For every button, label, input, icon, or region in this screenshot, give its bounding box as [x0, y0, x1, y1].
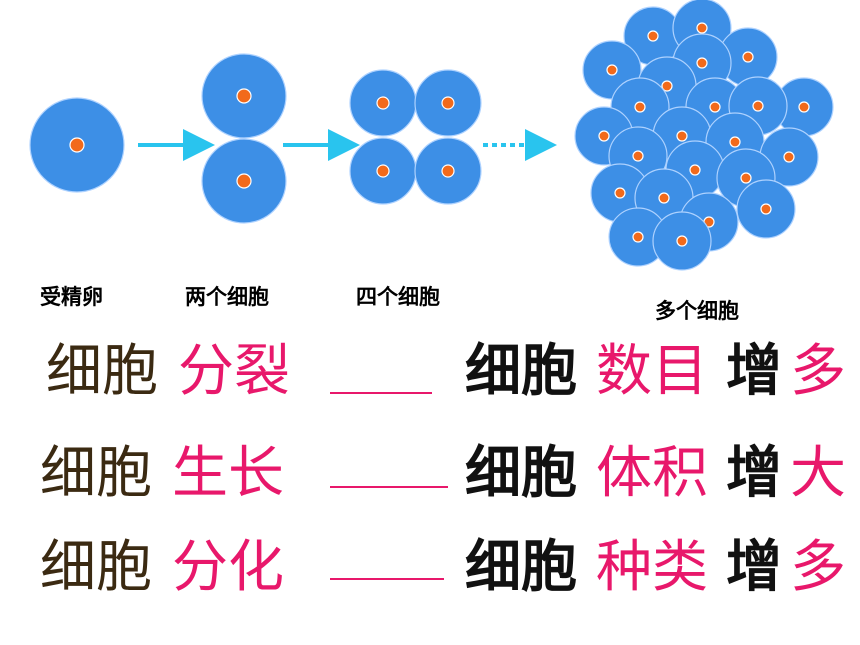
row-3-right-d: 多 — [790, 535, 846, 600]
cell-nucleus — [598, 130, 610, 142]
row-2-right-b: 体积 — [596, 441, 708, 506]
row-3-connector — [330, 578, 444, 580]
cell-nucleus — [441, 164, 455, 178]
label-four-cells: 四个细胞 — [356, 285, 440, 309]
row-3-right-a: 细胞 — [465, 535, 577, 600]
cell-nucleus — [709, 101, 721, 113]
cell-nucleus — [606, 64, 618, 76]
label-two-cells: 两个细胞 — [185, 285, 269, 309]
label-many-cells: 多个细胞 — [655, 299, 739, 323]
cell-nucleus — [676, 235, 688, 247]
many-cells-cell — [774, 77, 834, 137]
cell-nucleus — [236, 88, 252, 104]
many-cells-cell — [652, 211, 712, 271]
row-2-left-a: 细胞 — [40, 441, 152, 506]
four-cells-cell — [414, 137, 482, 205]
cell-nucleus — [632, 231, 644, 243]
row-3-left-b: 分化 — [172, 535, 284, 600]
many-cells-cell — [736, 179, 796, 239]
cell-division-diagram — [29, 0, 834, 271]
cell-nucleus — [729, 136, 741, 148]
row-2-right-a: 细胞 — [465, 441, 577, 506]
cell-nucleus — [689, 164, 701, 176]
cell-nucleus — [661, 80, 673, 92]
cell-nucleus — [634, 101, 646, 113]
zygote-cell — [29, 97, 125, 193]
cell-nucleus — [236, 173, 252, 189]
cell-nucleus — [376, 164, 390, 178]
four-cells-cell — [414, 69, 482, 137]
cell-nucleus — [376, 96, 390, 110]
row-2-right-c: 增 — [726, 441, 782, 506]
cell-nucleus — [742, 51, 754, 63]
row-2-right-d: 大 — [790, 441, 846, 506]
row-2-connector — [330, 486, 448, 488]
label-zygote: 受精卵 — [40, 285, 103, 309]
row-1-left-b: 分裂 — [178, 339, 290, 404]
cell-nucleus — [69, 137, 85, 153]
cell-nucleus — [740, 172, 752, 184]
cell-nucleus — [696, 57, 708, 69]
cell-nucleus — [658, 192, 670, 204]
cell-nucleus — [647, 30, 659, 42]
two-cells-cell — [201, 53, 287, 139]
row-cell-differentiation: 细胞 分化 细胞 种类 增 多 — [0, 528, 860, 608]
cell-nucleus — [783, 151, 795, 163]
row-1-connector — [330, 392, 432, 394]
row-1-left-a: 细胞 — [46, 339, 158, 404]
cell-nucleus — [752, 100, 764, 112]
two-cells-cell — [201, 138, 287, 224]
row-cell-division: 细胞 分裂 细胞 数目 增 多 — [0, 332, 860, 412]
cell-nucleus — [676, 130, 688, 142]
cell-nucleus — [441, 96, 455, 110]
row-1-right-b: 数目 — [596, 339, 708, 404]
row-3-right-c: 增 — [726, 535, 782, 600]
row-3-right-b: 种类 — [596, 535, 708, 600]
row-3-left-a: 细胞 — [40, 535, 152, 600]
row-1-right-a: 细胞 — [465, 339, 577, 404]
cell-nucleus — [614, 187, 626, 199]
four-cells-cell — [349, 137, 417, 205]
cell-nucleus — [632, 150, 644, 162]
four-cells-cell — [349, 69, 417, 137]
cell-nucleus — [798, 101, 810, 113]
row-cell-growth: 细胞 生长 细胞 体积 增 大 — [0, 434, 860, 514]
row-1-right-d: 多 — [790, 339, 846, 404]
many-cells-cell — [590, 163, 650, 223]
cell-nucleus — [760, 203, 772, 215]
cell-nucleus — [696, 22, 708, 34]
row-1-right-c: 增 — [726, 339, 782, 404]
row-2-left-b: 生长 — [172, 441, 284, 506]
